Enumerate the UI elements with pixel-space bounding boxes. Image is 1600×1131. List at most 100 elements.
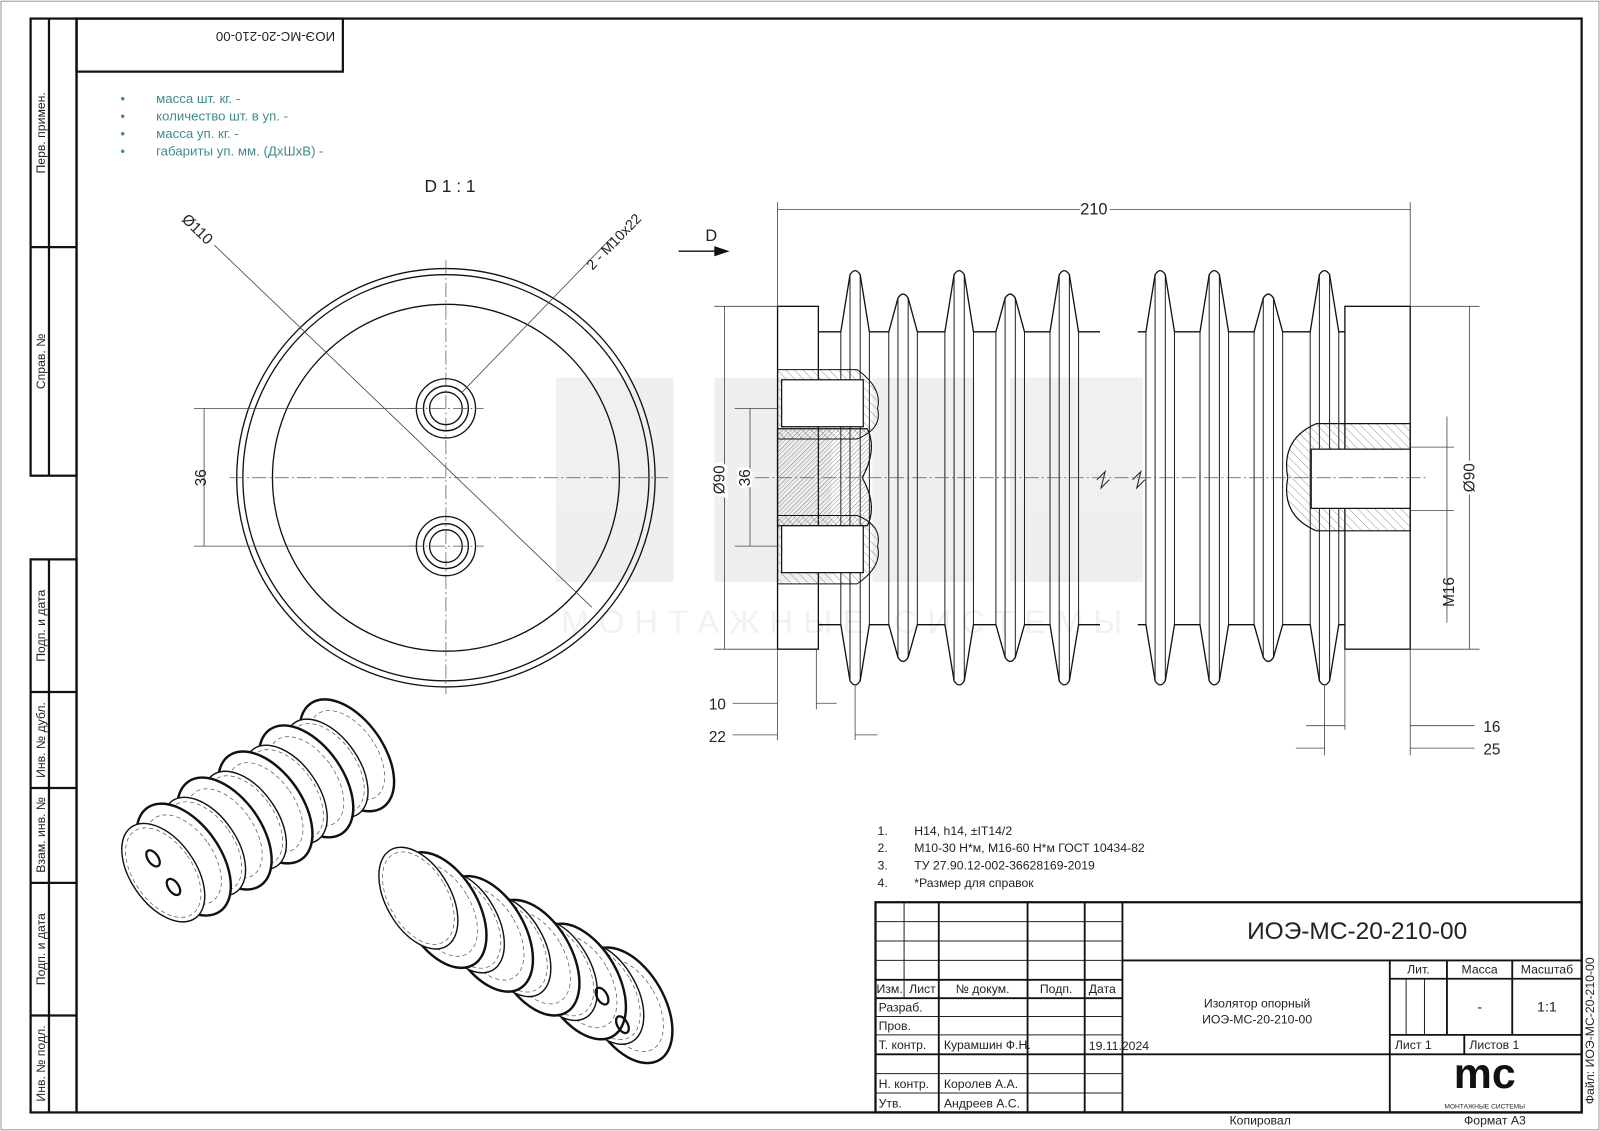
role-n-kontr: Н. контр. xyxy=(879,1077,930,1091)
side-label-podp-data-1: Подп. и дата xyxy=(34,589,48,661)
view-d-title: D 1 : 1 xyxy=(424,176,475,196)
dimensions-bottom-right: 16 25 xyxy=(1295,649,1500,758)
note-text: ТУ 27.90.12-002-36628169-2019 xyxy=(914,859,1095,873)
watermark-text: МОНТАЖНЫЕ СИСТЕМЫ xyxy=(561,603,1132,640)
note-number: 1. xyxy=(878,824,888,838)
iso-fin xyxy=(121,822,206,923)
iso-hidden-edge xyxy=(451,887,525,981)
note-text: *Размер для справок xyxy=(914,876,1034,890)
break-mark xyxy=(1096,469,1110,490)
iso-hidden-edge xyxy=(591,958,664,1052)
thread-m16-dim: M16 xyxy=(1441,577,1458,607)
lit-label: Лит. xyxy=(1407,963,1430,977)
diameter-right-dim: Ø90 xyxy=(1461,463,1478,492)
spacing-dim: 36 xyxy=(737,469,754,486)
format-label: Формат А3 xyxy=(1464,1114,1526,1128)
header-podp: Подп. xyxy=(1040,982,1073,996)
name-utv: Андреев А.С. xyxy=(944,1096,1020,1110)
header-izm: Изм. xyxy=(877,982,903,996)
dimension-210: 210 xyxy=(777,197,1411,307)
iso-hidden-edge xyxy=(288,723,365,814)
fin-profile-top xyxy=(818,269,1100,333)
fin-profile-top xyxy=(1137,269,1345,333)
dimension-diameter-right: Ø90 M16 xyxy=(1410,305,1482,650)
iso-bolt-hole xyxy=(165,877,182,897)
copied-label: Копировал xyxy=(1230,1114,1291,1128)
side-label-vzam-inv: Взам. инв. № xyxy=(34,797,48,873)
iso-hidden-edge xyxy=(544,934,618,1029)
logo-mark: mc xyxy=(1454,1050,1516,1098)
header-date: Дата xyxy=(1089,982,1116,996)
note-number: 2. xyxy=(878,841,888,855)
dimension-diameter-left: Ø90 36 xyxy=(708,305,778,650)
file-label: Файл: ИОЭ-МС-20-210-00 xyxy=(1583,957,1597,1104)
length-dim: 210 xyxy=(1080,200,1107,218)
note-text: М10-30 Н*м, М16-60 Н*м ГОСТ 10434-82 xyxy=(914,841,1145,855)
designation-main: ИОЭ-МС-20-210-00 xyxy=(1247,918,1467,945)
iso-hidden-edge xyxy=(498,911,571,1005)
left-strip-upper: Перв. примен. Справ. № xyxy=(29,17,78,477)
iso-hidden-edge xyxy=(521,922,595,1017)
iso-hidden-edge xyxy=(405,863,478,957)
note-number: 4. xyxy=(878,876,888,890)
iso-bolt-hole xyxy=(594,986,610,1006)
svg-text:•: • xyxy=(120,109,125,124)
dimensions-bottom-left: 10 22 xyxy=(709,649,878,746)
name-t-kontr: Курамшин Ф.Н. xyxy=(944,1038,1031,1052)
side-label-sprav-no: Справ. № xyxy=(34,334,48,390)
packaging-info-list: •масса шт. кг. - •количество шт. в уп. -… xyxy=(120,91,323,158)
diameter-left-dim: Ø90 xyxy=(711,465,728,494)
rotated-designation-stamp: ИОЭ-МС-20-210-00 xyxy=(75,17,344,73)
packaging-item: масса уп. кг. - xyxy=(156,126,239,141)
iso-hidden-edge xyxy=(166,801,243,892)
view-arrow-label: D xyxy=(705,227,717,245)
scale-value: 1:1 xyxy=(1537,999,1557,1015)
iso-hidden-edge xyxy=(206,775,283,866)
technical-notes: 1. H14, h14, ±IT14/2 2. М10-30 Н*м, М16-… xyxy=(878,824,1145,890)
iso-hidden-edge xyxy=(268,736,345,827)
note-text: H14, h14, ±IT14/2 xyxy=(914,824,1012,838)
front-diameter-dim: Ø110 xyxy=(178,211,216,248)
scale-label: Масштаб xyxy=(1521,963,1573,977)
role-razrab: Разраб. xyxy=(879,1000,923,1014)
break-mark xyxy=(1132,469,1146,490)
iso-hidden-edge xyxy=(382,851,455,945)
front-spacing-dim: 36 xyxy=(193,469,210,486)
fin-profile-bottom xyxy=(818,624,1100,686)
date-t-kontr: 19.11.2024 xyxy=(1089,1039,1150,1053)
iso-hidden-edge xyxy=(125,827,202,918)
title-block: Изм. Лист № докум. Подп. Дата Разраб. Пр… xyxy=(874,901,1597,1128)
iso-bolt-hole xyxy=(614,1015,630,1035)
iso-hidden-edge xyxy=(568,946,641,1040)
role-t-kontr: Т. контр. xyxy=(879,1038,927,1052)
svg-text:•: • xyxy=(120,126,125,141)
iso-hidden-edge xyxy=(247,749,324,840)
iso-hidden-edge xyxy=(186,788,263,879)
header-doc: № докум. xyxy=(956,982,1010,996)
product-name-line1: Изолятор опорный xyxy=(1204,996,1310,1010)
sheets-total: Листов 1 xyxy=(1469,1038,1519,1052)
rotated-designation: ИОЭ-МС-20-210-00 xyxy=(216,29,335,44)
svg-text:•: • xyxy=(120,143,125,158)
iso-fin xyxy=(378,846,459,950)
sheet-number: Лист 1 xyxy=(1395,1038,1432,1052)
dim-22: 22 xyxy=(709,729,726,746)
dim-16: 16 xyxy=(1483,719,1500,736)
front-thread-dim: 2 - M10x22 xyxy=(584,211,645,273)
role-utv: Утв. xyxy=(879,1096,902,1110)
side-label-podp-data-2: Подп. и дата xyxy=(34,913,48,985)
mass-label: Масса xyxy=(1462,963,1498,977)
view-arrow-d: D xyxy=(678,227,730,257)
logo-subtitle: МОНТАЖНЫЕ СИСТЕМЫ xyxy=(1444,1103,1525,1110)
note-number: 3. xyxy=(878,859,888,873)
mass-value: - xyxy=(1477,999,1482,1015)
svg-text:•: • xyxy=(120,91,125,106)
section-hatch-left xyxy=(776,428,873,527)
iso-hidden-edge xyxy=(227,762,304,853)
left-strip-lower: Подп. и дата Инв. № дубл. Взам. инв. № П… xyxy=(29,558,78,1114)
product-name-line2: ИОЭ-МС-20-210-00 xyxy=(1202,1013,1312,1027)
side-view-section: 210 Ø90 36 Ø90 M16 xyxy=(708,197,1500,758)
dim-25: 25 xyxy=(1483,741,1500,758)
